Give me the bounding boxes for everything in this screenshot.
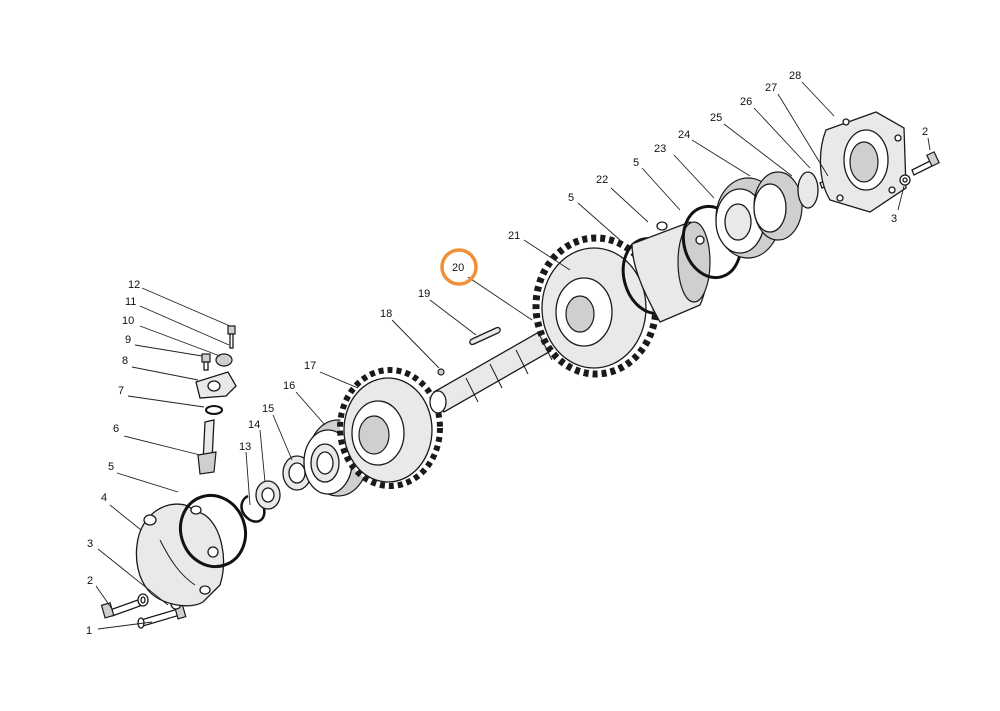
label-11: 11	[125, 296, 136, 308]
label-18: 18	[380, 308, 392, 320]
label-12: 12	[128, 279, 140, 291]
gear-part-21	[532, 234, 660, 378]
part-labels: 1 2 3 4 5 6 7 8 9 10 11 12 13 14 15 16 1…	[86, 70, 928, 637]
label-8: 8	[122, 355, 128, 367]
label-25: 25	[710, 112, 722, 124]
label-27: 27	[765, 82, 777, 94]
label-14: 14	[248, 419, 260, 431]
housing-part-22	[631, 221, 711, 323]
screw-part-11-12	[227, 325, 236, 349]
label-28: 28	[789, 70, 801, 82]
label-26: 26	[740, 96, 752, 108]
label-2-right: 2	[922, 126, 928, 138]
o-ring-part-5-left	[179, 493, 247, 569]
label-15: 15	[262, 403, 274, 415]
label-19: 19	[418, 288, 430, 300]
nut-part-14	[255, 480, 281, 510]
seal-part-26	[797, 171, 819, 209]
drive-shaft-part-6	[197, 419, 217, 475]
end-cover-part-4	[135, 503, 225, 607]
label-6: 6	[113, 423, 119, 435]
highlight-circle-20	[440, 248, 478, 286]
bearing-part-16	[303, 419, 369, 497]
label-3-right: 3	[891, 213, 897, 225]
bolt-part-2-3-right	[899, 151, 940, 186]
label-20: 20	[452, 262, 464, 274]
label-2: 2	[87, 575, 93, 587]
gear-part-17	[337, 367, 443, 489]
bolt-part-2	[100, 593, 182, 619]
leader-lines	[95, 81, 931, 630]
o-ring-part-7	[205, 405, 223, 415]
end-cover-part-28	[819, 111, 907, 213]
label-5-middle: 5	[568, 192, 574, 204]
label-23: 23	[654, 143, 666, 155]
label-10: 10	[122, 315, 134, 327]
label-7: 7	[118, 385, 124, 397]
label-22: 22	[596, 174, 608, 186]
label-5-right: 5	[633, 157, 639, 169]
housing-part-8	[195, 371, 237, 399]
bolt-part-9	[201, 353, 211, 371]
bearing-part-25	[753, 171, 803, 241]
label-4: 4	[101, 492, 107, 504]
label-5-left: 5	[108, 461, 114, 473]
label-21: 21	[508, 230, 520, 242]
seal-part-10	[215, 353, 233, 367]
label-17: 17	[304, 360, 316, 372]
ball-part-18	[437, 368, 445, 376]
label-13: 13	[239, 441, 251, 453]
label-3: 3	[87, 538, 93, 550]
label-24: 24	[678, 129, 690, 141]
key-part-19	[469, 326, 501, 346]
label-1: 1	[86, 625, 92, 637]
label-16: 16	[283, 380, 295, 392]
label-9: 9	[125, 334, 131, 346]
